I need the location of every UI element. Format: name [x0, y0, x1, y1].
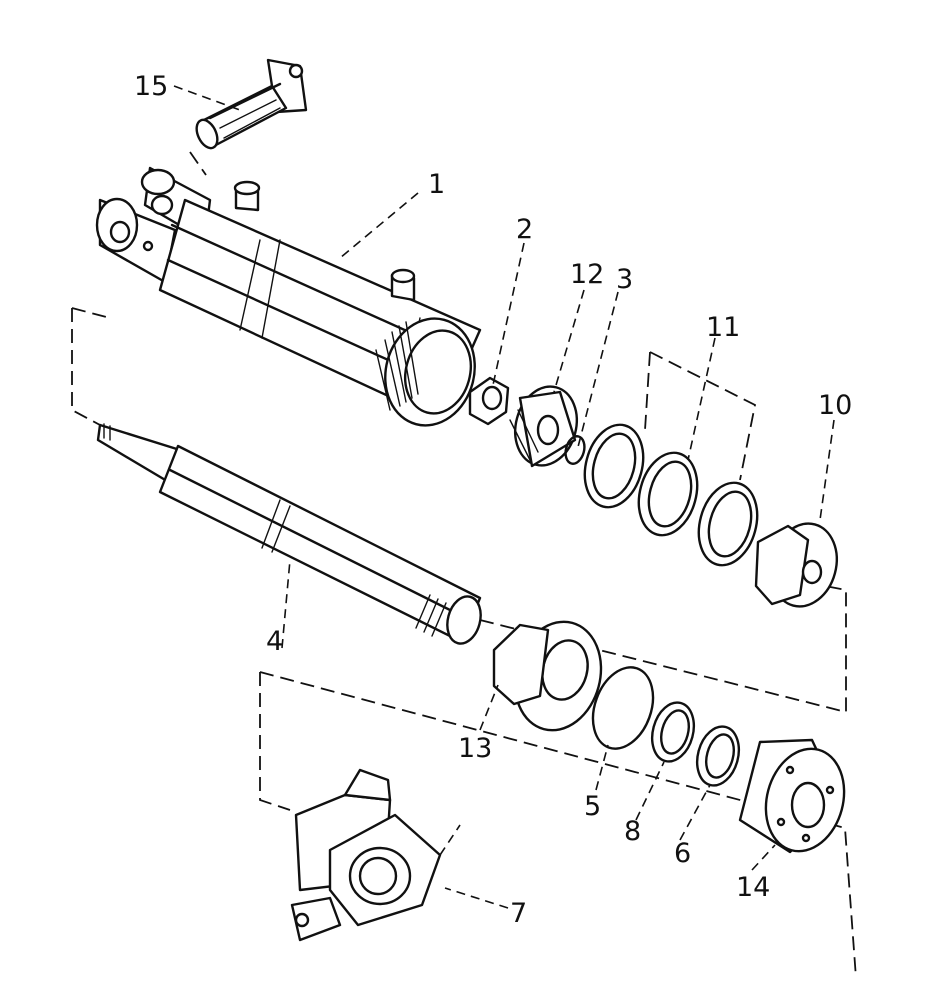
assembly-guide-lines	[71, 151, 857, 979]
part-2-nut	[468, 376, 510, 426]
callout-12: 12	[570, 259, 604, 290]
part-15-pin	[195, 58, 308, 150]
callout-2: 2	[516, 214, 533, 245]
callout-6: 6	[674, 838, 691, 869]
callout-3: 3	[616, 264, 633, 295]
part-5-o-ring	[591, 666, 655, 750]
part-3-o-ring	[564, 435, 586, 465]
part-14-end-cap	[738, 738, 846, 854]
part-6-ring	[695, 725, 741, 787]
callout-8: 8	[624, 816, 641, 847]
callout-labels: 15 1 2 12 3 11 10 4 13 5 8 6 14 7	[134, 71, 852, 929]
part-8-ring	[650, 701, 696, 763]
part-1-cylinder-barrel	[95, 166, 482, 427]
part-10-end-nut	[754, 522, 838, 608]
callout-14: 14	[736, 872, 770, 903]
callout-10: 10	[818, 390, 852, 421]
leader-lines	[173, 85, 835, 909]
part-13-gland	[492, 620, 603, 732]
callout-13: 13	[458, 733, 492, 764]
part-12-piston	[509, 385, 578, 468]
callout-11: 11	[706, 312, 740, 343]
part-11-seals	[583, 423, 759, 567]
callout-15: 15	[134, 71, 168, 102]
callout-7: 7	[510, 898, 527, 929]
callout-5: 5	[584, 791, 601, 822]
callout-4: 4	[266, 626, 283, 657]
callout-1: 1	[428, 169, 445, 200]
part-4-piston-rod	[96, 423, 482, 645]
part-7-clevis-bracket	[290, 768, 461, 942]
